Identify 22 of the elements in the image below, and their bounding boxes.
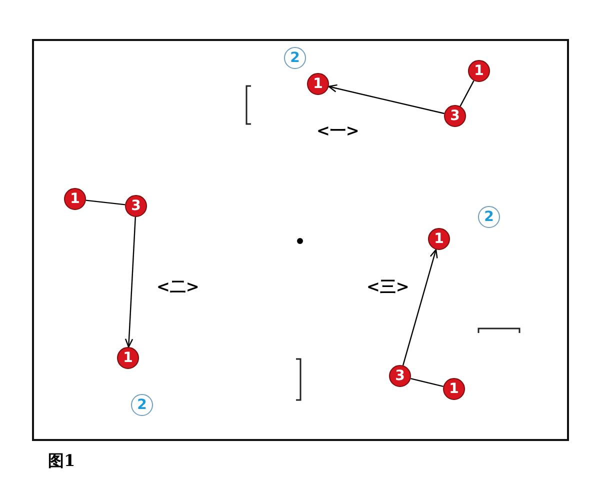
numbered-circle: 3 (389, 365, 411, 387)
section-label: <三> (366, 278, 410, 296)
arrow (402, 249, 438, 366)
section-label: <一> (316, 122, 360, 140)
numbered-circle: 1 (468, 60, 490, 82)
numbered-circle: 3 (125, 195, 147, 217)
figure-caption: 图1 (48, 452, 76, 470)
numbered-circle: 1 (428, 228, 450, 250)
arrow (124, 216, 136, 348)
numbered-circle: 1 (307, 73, 329, 95)
arrow (328, 84, 444, 114)
connector-line (410, 378, 444, 387)
numbered-circle: 2 (284, 47, 306, 69)
numbered-circle: 1 (117, 347, 139, 369)
numbered-circle: 3 (444, 105, 466, 127)
connector-line (86, 200, 126, 206)
connector-line (460, 80, 474, 107)
numbered-circle: 2 (131, 394, 153, 416)
section-label: <二> (156, 278, 200, 296)
numbered-circle: 2 (478, 206, 500, 228)
numbered-circle: 1 (443, 378, 465, 400)
numbered-circle: 1 (64, 188, 86, 210)
